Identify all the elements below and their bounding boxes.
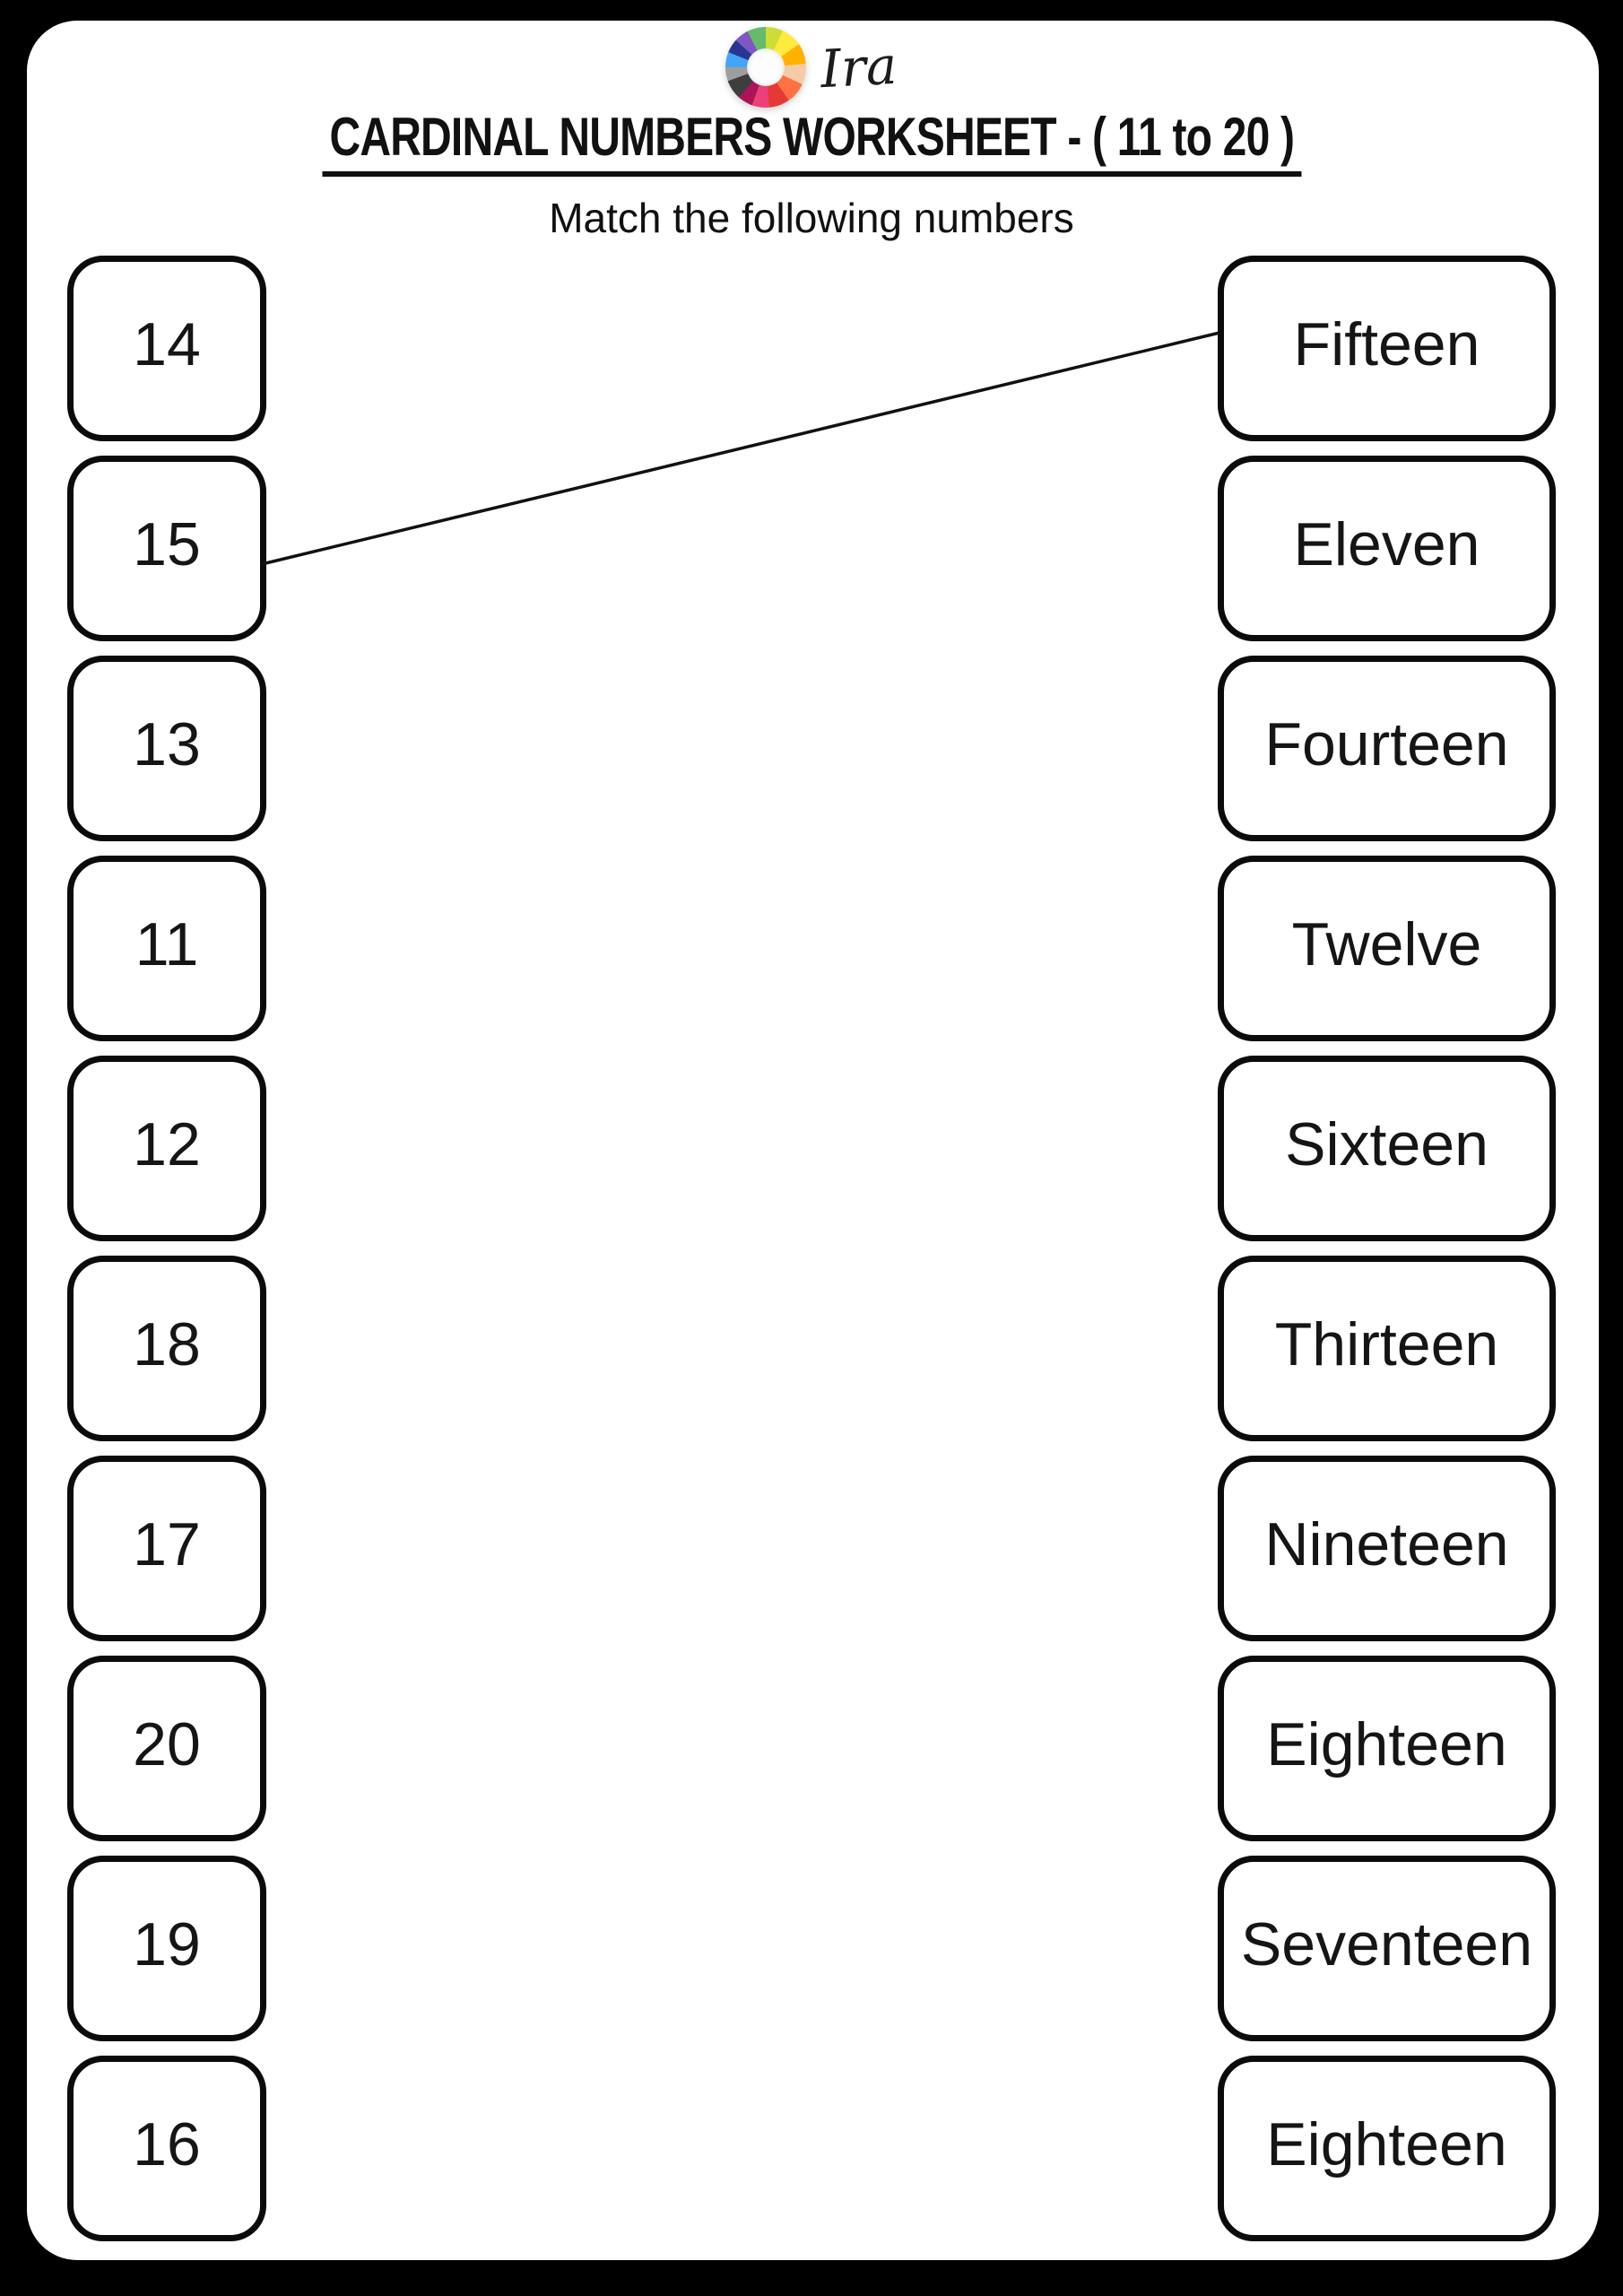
word-label: Eleven bbox=[1293, 509, 1480, 578]
word-box-thirteen[interactable]: Thirteen bbox=[1218, 1256, 1556, 1441]
word-box-sixteen[interactable]: Sixteen bbox=[1218, 1056, 1556, 1241]
number-label: 20 bbox=[133, 1709, 201, 1779]
page-title: CARDINAL NUMBERS WORKSHEET - ( 11 to 20 … bbox=[322, 106, 1301, 177]
word-box-nineteen[interactable]: Nineteen bbox=[1218, 1456, 1556, 1641]
title-row: CARDINAL NUMBERS WORKSHEET - ( 11 to 20 … bbox=[0, 106, 1623, 177]
numbers-column: 14 15 13 11 12 18 17 20 19 16 bbox=[67, 256, 266, 2241]
logo: Ira bbox=[0, 27, 1623, 108]
number-label: 16 bbox=[133, 2109, 201, 2179]
word-label: Thirteen bbox=[1274, 1309, 1499, 1378]
colored-pencils-ring-icon bbox=[725, 27, 807, 108]
word-label: Eighteen bbox=[1266, 1709, 1507, 1779]
number-box-15[interactable]: 15 bbox=[67, 456, 266, 641]
word-label: Nineteen bbox=[1264, 1509, 1509, 1578]
words-column: Fifteen Eleven Fourteen Twelve Sixteen T… bbox=[1218, 256, 1556, 2241]
number-label: 13 bbox=[133, 709, 201, 778]
number-label: 15 bbox=[133, 509, 201, 578]
word-box-eighteen[interactable]: Eighteen bbox=[1218, 1656, 1556, 1841]
word-box-eleven[interactable]: Eleven bbox=[1218, 456, 1556, 641]
number-label: 18 bbox=[133, 1309, 201, 1378]
number-box-16[interactable]: 16 bbox=[67, 2056, 266, 2241]
word-label: Sixteen bbox=[1285, 1109, 1488, 1178]
number-box-20[interactable]: 20 bbox=[67, 1656, 266, 1841]
word-box-fourteen[interactable]: Fourteen bbox=[1218, 656, 1556, 841]
number-label: 19 bbox=[133, 1909, 201, 1979]
number-box-19[interactable]: 19 bbox=[67, 1856, 266, 2041]
number-label: 12 bbox=[133, 1109, 201, 1178]
word-box-fifteen[interactable]: Fifteen bbox=[1218, 256, 1556, 441]
word-label: Twelve bbox=[1291, 909, 1482, 978]
number-box-17[interactable]: 17 bbox=[67, 1456, 266, 1641]
number-box-12[interactable]: 12 bbox=[67, 1056, 266, 1241]
word-label: Eighteen bbox=[1266, 2109, 1507, 2179]
number-box-13[interactable]: 13 bbox=[67, 656, 266, 841]
number-label: 14 bbox=[133, 309, 201, 378]
number-label: 11 bbox=[135, 909, 199, 978]
logo-script-text: Ira bbox=[819, 34, 899, 100]
subtitle-row: Match the following numbers bbox=[0, 194, 1623, 243]
word-box-seventeen[interactable]: Seventeen bbox=[1218, 1856, 1556, 2041]
word-label: Fourteen bbox=[1264, 709, 1509, 778]
word-box-twelve[interactable]: Twelve bbox=[1218, 856, 1556, 1041]
number-label: 17 bbox=[133, 1509, 201, 1578]
number-box-11[interactable]: 11 bbox=[67, 856, 266, 1041]
number-box-18[interactable]: 18 bbox=[67, 1256, 266, 1441]
word-box-eighteen-2[interactable]: Eighteen bbox=[1218, 2056, 1556, 2241]
number-box-14[interactable]: 14 bbox=[67, 256, 266, 441]
word-label: Fifteen bbox=[1293, 309, 1480, 378]
word-label: Seventeen bbox=[1240, 1909, 1533, 1979]
instruction-text: Match the following numbers bbox=[549, 195, 1074, 241]
